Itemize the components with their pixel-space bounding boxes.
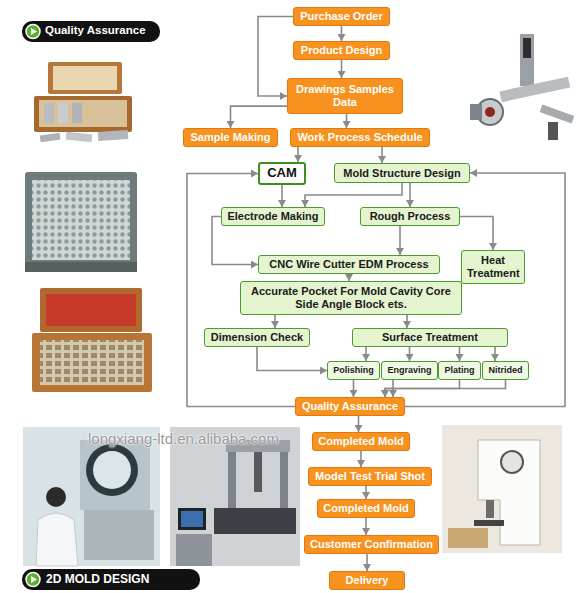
flow-arrow (231, 106, 288, 128)
process-box: Mold Structure Design (334, 163, 470, 183)
process-box: Drawings Samples Data (287, 78, 403, 114)
sub-process-box: Plating (438, 361, 481, 380)
flow-arrow (381, 147, 383, 163)
box-label: Work Process Schedule (297, 131, 422, 144)
flow-arrow (385, 380, 506, 397)
process-box: Sample Making (183, 128, 278, 147)
flow-arrow (281, 185, 283, 207)
process-box: Accurate Pocket For Mold Cavity Core Sid… (240, 281, 462, 315)
box-label: Completed Mold (323, 502, 409, 515)
flow-arrow (305, 183, 402, 207)
process-box: Customer Confirmation (304, 535, 439, 554)
process-box: CNC Wire Cutter EDM Process (258, 255, 440, 274)
flow-arrow (297, 147, 299, 162)
process-box: Heat Treatment (461, 250, 525, 284)
box-label: Mold Structure Design (343, 167, 460, 180)
flow-arrow (399, 226, 401, 255)
flow-arrow (360, 451, 362, 467)
flow-arrow (494, 347, 496, 361)
flow-arrow (366, 554, 368, 571)
flow-arrow (346, 114, 348, 128)
flow-arrow (460, 217, 493, 251)
flow-arrow (365, 347, 367, 361)
box-label: Product Design (301, 44, 382, 57)
process-box: Dimension Check (204, 328, 310, 347)
process-box: Completed Mold (312, 432, 410, 451)
process-box: Quality Assurance (295, 397, 405, 416)
process-box: Delivery (329, 571, 405, 590)
box-label: CAM (267, 166, 297, 181)
flow-arrow (409, 347, 411, 361)
box-label: Customer Confirmation (310, 538, 433, 551)
process-box: Product Design (293, 41, 390, 60)
box-label: Delivery (346, 574, 389, 587)
flow-arrow (348, 274, 350, 281)
flow-arrow (257, 347, 327, 371)
flow-arrow (365, 486, 367, 499)
section-header: Quality Assurance (45, 24, 146, 36)
sub-process-box: Engraving (381, 361, 438, 380)
box-label: Completed Mold (318, 435, 404, 448)
flow-arrow (341, 60, 343, 78)
box-label: Electrode Making (227, 210, 318, 223)
process-box: Electrode Making (221, 207, 325, 226)
box-label: Heat Treatment (467, 254, 519, 279)
flow-arrow (358, 416, 360, 432)
process-box: Work Process Schedule (290, 128, 430, 147)
process-box: Rough Process (360, 207, 460, 226)
box-label: Quality Assurance (302, 400, 398, 413)
box-label: Accurate Pocket For Mold Cavity Core Sid… (246, 285, 456, 310)
box-label: Nitrided (488, 365, 522, 375)
sub-process-box: Polishing (327, 361, 380, 380)
flow-arrow (341, 26, 343, 41)
flow-arrow (353, 380, 355, 397)
box-label: Dimension Check (211, 331, 303, 344)
box-label: Model Test Trial Shot (315, 470, 425, 483)
box-label: Engraving (387, 365, 431, 375)
watermark: longxiang-ltd.en.alibaba.com (88, 430, 279, 447)
process-box: Purchase Order (293, 7, 390, 26)
process-box: Surface Treatment (352, 328, 508, 347)
process-box: CAM (258, 162, 306, 185)
flow-arrow (459, 347, 461, 361)
box-label: Purchase Order (300, 10, 383, 23)
process-box: Model Test Trial Shot (308, 467, 432, 486)
flow-arrow (406, 315, 408, 328)
sub-process-box: Nitrided (482, 361, 529, 380)
flow-arrow (274, 315, 276, 328)
box-label: Drawings Samples Data (293, 83, 397, 108)
process-box: Completed Mold (317, 499, 415, 518)
box-label: Polishing (333, 365, 374, 375)
box-label: CNC Wire Cutter EDM Process (269, 258, 428, 271)
box-label: Surface Treatment (382, 331, 478, 344)
box-label: Plating (444, 365, 474, 375)
box-label: Rough Process (370, 210, 451, 223)
flow-arrow (409, 183, 411, 207)
flow-arrow (365, 518, 367, 535)
box-label: Sample Making (190, 131, 270, 144)
section-header: 2D MOLD DESIGN (46, 572, 149, 586)
